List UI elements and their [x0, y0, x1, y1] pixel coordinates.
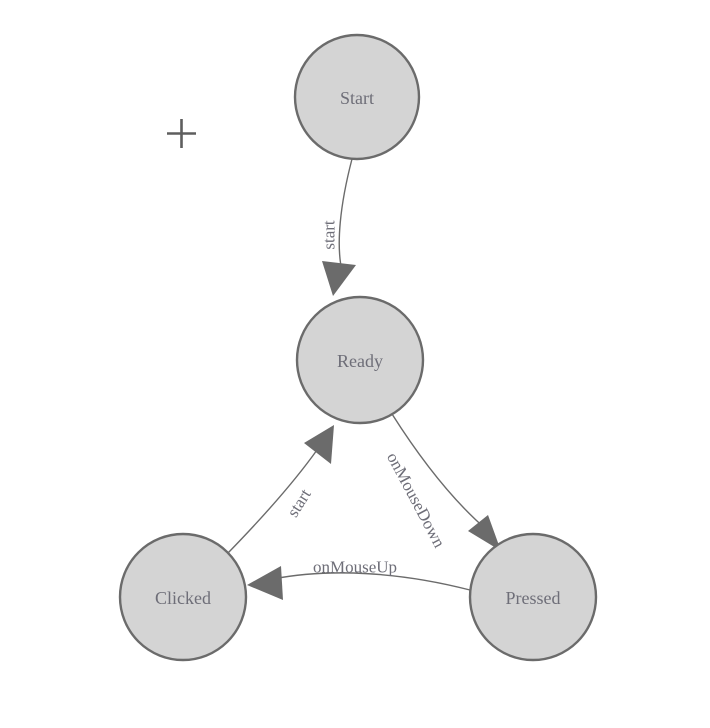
edge-path-ready-to-pressed — [391, 413, 488, 531]
node-start-circle[interactable] — [293, 33, 421, 161]
node-clicked[interactable]: Clicked — [118, 532, 248, 662]
edge-path-pressed-to-clicked — [272, 572, 471, 591]
edge-label-clicked-to-ready: start — [283, 485, 315, 520]
arrowhead-pressed-to-clicked — [247, 566, 283, 600]
plus-marker-icon[interactable] — [167, 119, 196, 148]
node-pressed[interactable]: Pressed — [468, 532, 598, 662]
node-start[interactable]: Start — [293, 33, 421, 161]
node-pressed-circle[interactable] — [468, 532, 598, 662]
node-ready[interactable]: Ready — [295, 295, 425, 425]
arrowhead-clicked-to-ready — [304, 425, 334, 464]
edge-path-start-to-ready — [338, 158, 353, 272]
arrowhead-start-to-ready — [322, 261, 356, 296]
edge-clicked-to-ready[interactable]: start — [227, 425, 334, 554]
node-pressed-label: Pressed — [506, 588, 561, 608]
edge-start-to-ready[interactable]: start — [320, 158, 357, 296]
edge-label-start-to-ready: start — [320, 220, 339, 250]
node-ready-label: Ready — [337, 351, 383, 371]
edge-path-clicked-to-ready — [227, 449, 318, 554]
arrowhead-ready-to-pressed — [468, 515, 501, 551]
edge-label-ready-to-pressed: onMouseDown — [383, 449, 449, 551]
edge-label-pressed-to-clicked: onMouseUp — [313, 558, 397, 577]
node-clicked-circle[interactable] — [118, 532, 248, 662]
node-start-label: Start — [340, 88, 374, 108]
edge-pressed-to-clicked[interactable]: onMouseUp — [247, 558, 471, 601]
node-clicked-label: Clicked — [155, 588, 211, 608]
edge-ready-to-pressed[interactable]: onMouseDown — [383, 413, 501, 551]
node-ready-circle[interactable] — [295, 295, 425, 425]
